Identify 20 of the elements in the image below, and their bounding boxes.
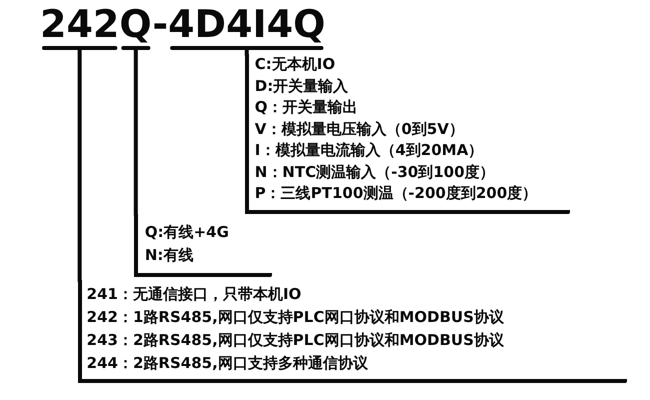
bracket-frame <box>78 280 627 383</box>
bracket-connector <box>42 46 118 283</box>
option-description: Q：开关量输出 <box>254 97 358 118</box>
option-description: P：三线PT100测温（-200度到200度） <box>254 183 538 204</box>
option-description: C:无本机IO <box>254 54 336 75</box>
option-description: I：模拟量电流输入（4到20MA） <box>254 140 484 161</box>
option-description: N：NTC测温输入（-30到100度） <box>254 162 495 182</box>
option-description: 243：2路RS485,网口仅支持PLC网口协议和MODBUS协议 <box>86 330 504 351</box>
option-description: V：模拟量电压输入（0到5V） <box>254 118 464 140</box>
option-description: 244：2路RS485,网口支持多种通信协议 <box>86 353 368 374</box>
option-description: 241：无通信接口，只带本机IO <box>86 284 302 305</box>
bracket-frame <box>244 54 570 214</box>
option-description: Q:有线+4G <box>144 222 229 243</box>
model-code: 242Q-4D4I4Q <box>40 2 326 46</box>
bracket-connector <box>121 46 150 217</box>
bracket-connector <box>170 46 324 57</box>
option-description: D:开关量输入 <box>254 76 348 96</box>
option-description: 242：1路RS485,网口仅支持PLC网口协议和MODBUS协议 <box>86 307 504 328</box>
bracket-frame <box>134 214 272 277</box>
option-description: N:有线 <box>144 245 194 266</box>
